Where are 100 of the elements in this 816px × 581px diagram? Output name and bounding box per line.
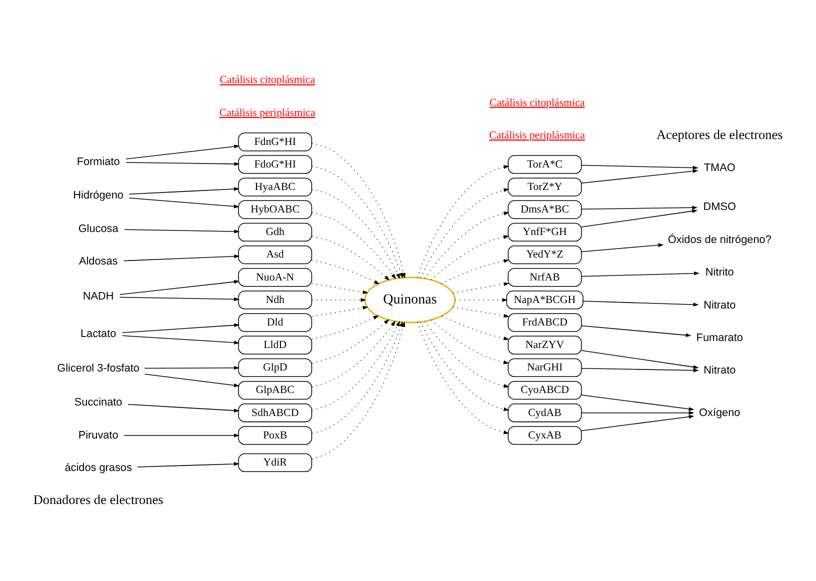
arrow [420, 321, 510, 410]
label: Aceptores de electrones [656, 126, 783, 142]
arrow [417, 164, 510, 278]
label: Donadores de electrones [33, 492, 164, 507]
arrow [311, 320, 403, 434]
label: Catálisis periplásmica [219, 106, 316, 118]
arrow [581, 164, 698, 170]
node-text: Fumarato [696, 331, 743, 344]
arrow [126, 162, 240, 166]
arrow [312, 298, 366, 302]
node-text: NADH [82, 290, 114, 302]
node-box: Ndh [238, 290, 312, 309]
arrow [312, 320, 406, 459]
node-box: CyoABCD [508, 380, 582, 400]
arrow [311, 320, 400, 410]
arrow [311, 212, 396, 279]
arrow [581, 410, 694, 414]
node-text: Succinato [74, 396, 122, 408]
arrow [123, 254, 240, 261]
node-box: FdoG*HI [238, 154, 312, 174]
arrow [128, 197, 240, 208]
arrow [452, 282, 510, 293]
node-box: DmsA*BC [508, 200, 582, 218]
node-box: Asd [238, 244, 312, 264]
node-text: Glucosa [78, 222, 118, 234]
arrow [420, 188, 510, 278]
node-text: Aldosas [78, 255, 118, 268]
arrow [452, 306, 510, 318]
arrow [417, 321, 510, 434]
arrow [124, 228, 240, 233]
arrow [582, 300, 699, 306]
arrow [581, 270, 700, 276]
node-text: Formiato [76, 156, 120, 168]
node-box: HybOABC [238, 200, 312, 218]
node-text: Lactato [80, 328, 116, 340]
node-box: GlpABC [238, 380, 312, 400]
node-text: Piruvato [78, 428, 118, 441]
node-box: TorA*C [508, 154, 582, 174]
arrow [312, 282, 368, 294]
node-text: Glicerol 3-fosfato [57, 362, 140, 374]
node-text: Hidrógeno [73, 188, 124, 201]
node-box: NarGHI [508, 358, 582, 377]
arrow [424, 320, 510, 388]
node-box: CydAB [508, 403, 582, 422]
node-box: YdiR [238, 452, 312, 472]
node-box: Dld [238, 312, 312, 332]
arrow [144, 373, 240, 387]
arrow [581, 208, 698, 227]
label: Catálisis citoplásmica [220, 74, 316, 86]
node-box: CyxAB [508, 426, 582, 444]
arrow [581, 350, 699, 368]
label: Catálisis citoplásmica [490, 96, 585, 108]
arrow [311, 188, 400, 279]
arrow [312, 305, 368, 316]
node-text: TMAO [704, 162, 736, 174]
arrow [311, 165, 403, 278]
arrow [120, 296, 240, 301]
arrow [122, 334, 240, 344]
arrow [311, 320, 396, 387]
node-text: DMSO [703, 200, 736, 213]
arrow [122, 322, 240, 333]
arrow [312, 318, 390, 364]
node-box: NarZYV [508, 335, 582, 354]
arrow [581, 394, 694, 410]
node-text: Nitrito [705, 266, 734, 278]
node-box: TorZ*Y [508, 177, 582, 196]
arrow [581, 324, 692, 337]
arrow [144, 365, 240, 370]
node-text: Óxidos de nitrógeno? [668, 233, 772, 246]
arrow [311, 259, 380, 284]
node-box: LldD [238, 335, 312, 354]
arrow [430, 234, 510, 280]
arrow [424, 211, 510, 278]
node-box: SdhABCD [238, 403, 312, 422]
arrow [581, 168, 698, 184]
node-box: NapA*BCGH [506, 290, 584, 309]
arrow [454, 298, 508, 302]
node-box: NrfAB [508, 268, 582, 286]
node-box: PoxB [238, 426, 312, 444]
arrow [442, 315, 510, 340]
node-text: ácidos grasos [64, 462, 132, 474]
arrow [311, 315, 379, 340]
node-box: FdnG*HI [238, 132, 312, 151]
arrow [431, 319, 510, 364]
arrow [126, 144, 240, 159]
node-box: HyaABC [238, 177, 312, 196]
arrow [124, 433, 240, 437]
arrow [136, 462, 240, 467]
node-box: NuoA-N [238, 268, 312, 286]
arrow [128, 404, 240, 412]
node-box: YnfF*GH [508, 222, 582, 242]
node-box: GlpD [238, 358, 312, 377]
arrow [581, 205, 698, 210]
arrow [312, 235, 390, 280]
arrow [120, 279, 240, 294]
label: Catálisis periplásmica [489, 129, 585, 142]
arrow [311, 142, 406, 278]
node-box: FrdABCD [508, 312, 582, 332]
arrow [581, 414, 694, 431]
node-text: Oxígeno [699, 406, 740, 418]
